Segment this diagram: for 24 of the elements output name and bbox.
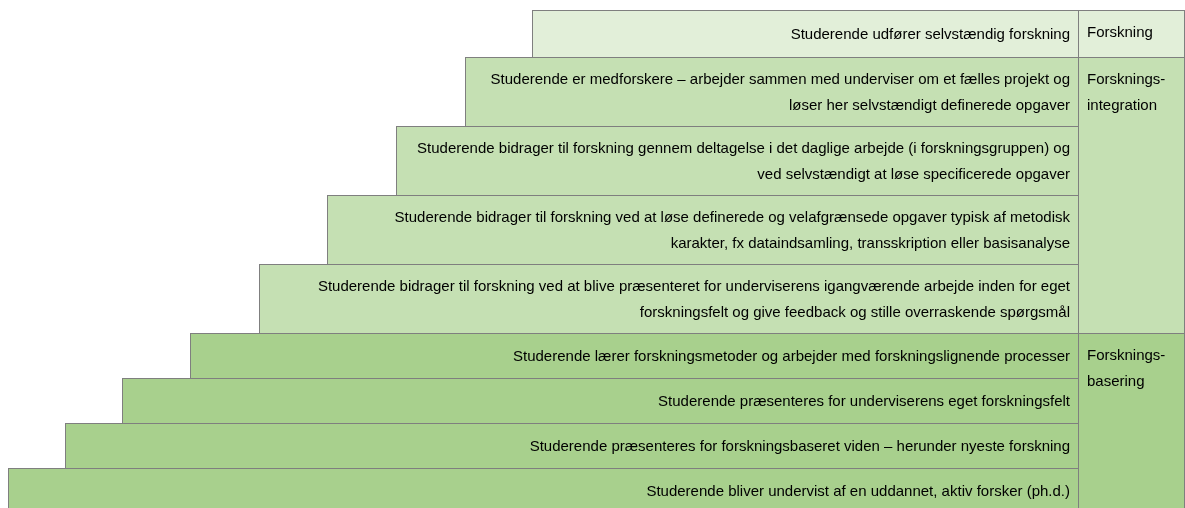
category-box — [1078, 333, 1185, 508]
step-text: Studerende bliver undervist af en uddannet, aktiv forsker (ph.d.) — [646, 481, 1070, 501]
step-text: Studerende bidrager til forskning gennem deltagelse i det daglige arbejde (i forskningsgruppen) og ved selvstændigt at løse specificerede opgaver — [416, 138, 1070, 184]
step-text: Studerende præsenteres for underviserens eget forskningsfelt — [658, 391, 1070, 411]
category-label: Forskning — [1087, 22, 1154, 42]
step-box — [8, 468, 1079, 508]
step-text: Studerende bidrager til forskning ved at blive præsenteret for underviserens igangværende arbejde inden for eget forskningsfelt og give feedback og stille overraskende spørgsmål — [316, 276, 1070, 322]
step-text: Studerende præsenteres for forskningsbaseret viden – herunder nyeste forskning — [529, 436, 1070, 456]
step-box — [532, 10, 1079, 58]
step-box — [259, 264, 1079, 334]
step-box — [465, 57, 1079, 127]
category-box — [1078, 10, 1185, 58]
step-text: Studerende udfører selvstændig forskning — [790, 24, 1070, 44]
step-text: Studerende lærer forskningsmetoder og arbejder med forskningslignende processer — [513, 346, 1070, 366]
category-box — [1078, 57, 1185, 334]
step-box — [65, 423, 1079, 469]
category-label: Forsknings- basering — [1087, 345, 1167, 391]
step-box — [396, 126, 1079, 196]
step-text: Studerende bidrager til forskning ved at løse definerede og velafgrænsede opgaver typisk af metodisk karakter, fx dataindsamling, transskription eller basisanalyse — [393, 207, 1070, 253]
step-text: Studerende er medforskere – arbejder sammen med underviser om et fælles projekt og løser her selvstændigt definerede opgaver — [489, 69, 1070, 115]
category-label: Forsknings- integration — [1087, 69, 1167, 115]
step-box — [327, 195, 1079, 265]
step-box — [190, 333, 1079, 379]
step-box — [122, 378, 1079, 424]
